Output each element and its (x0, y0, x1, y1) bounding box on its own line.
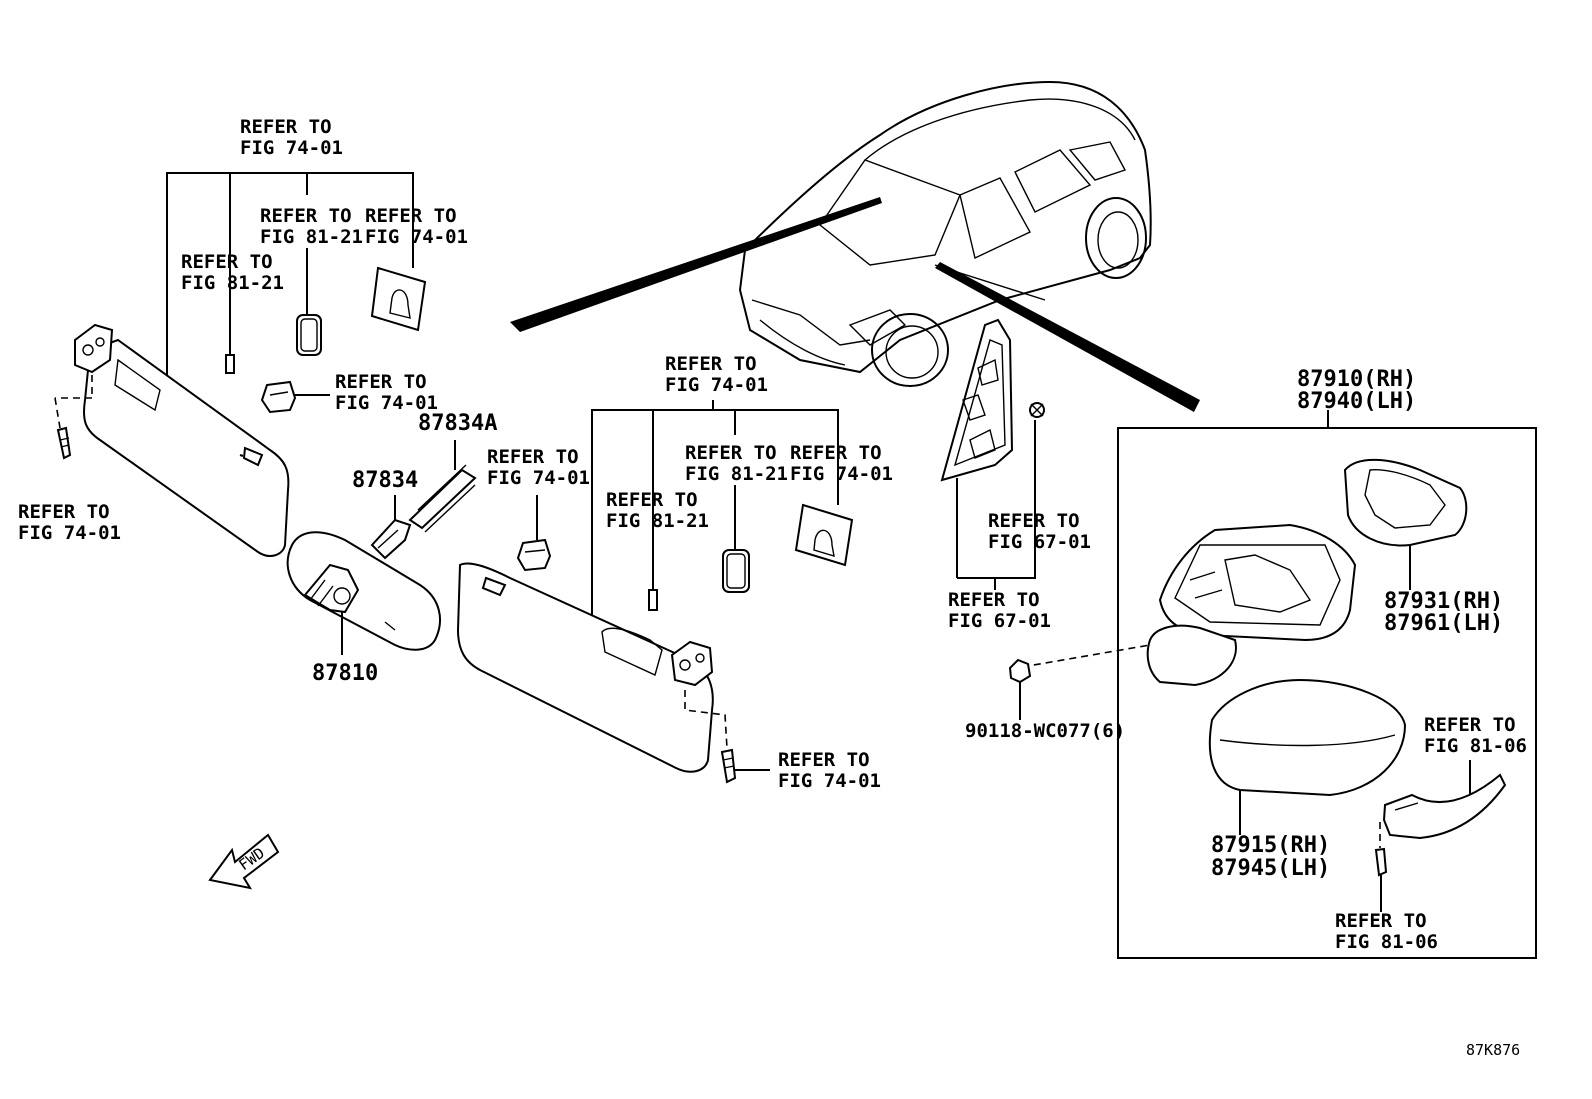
ref-mirror-turn-line2: FIG 81-06 (1424, 735, 1527, 757)
part-mirror-assy-rh: 87910(RH) (1297, 367, 1416, 392)
ref-center-group-line1: REFER TO (665, 353, 757, 375)
ref-center-clip-line2: FIG 74-01 (487, 467, 590, 489)
part-mirror-assy-lh: 87940(LH) (1297, 389, 1416, 414)
part-87810: 87810 (312, 661, 378, 686)
ref-center-screw-line1: REFER TO (778, 749, 870, 771)
inner-mirror-group (286, 440, 477, 655)
ref-left-mid-line2: FIG 81-21 (260, 226, 363, 248)
ref-mirror-screw-line2: FIG 81-06 (1335, 931, 1438, 953)
ref-left-mid-line1: REFER TO (260, 205, 352, 227)
ref-top-line2: FIG 74-01 (240, 137, 343, 159)
ref-left-clip-line2: FIG 74-01 (335, 392, 438, 414)
ref-left-screw-line1: REFER TO (18, 501, 110, 523)
ref-center-pin-line1: REFER TO (606, 489, 698, 511)
ref-tri-a-line2: FIG 67-01 (988, 531, 1091, 553)
ref-center-clip-line1: REFER TO (487, 446, 579, 468)
part-90118: 90118-WC077(6) (965, 720, 1125, 742)
ref-left-tag-line2: FIG 74-01 (365, 226, 468, 248)
labels-layer: REFER TO FIG 74-01 REFER TO FIG 81-21 RE… (18, 116, 1527, 1059)
part-87834A: 87834A (418, 411, 497, 436)
left-sunvisor-group (54, 172, 427, 557)
ref-tri-b-line1: REFER TO (948, 589, 1040, 611)
ref-left-tag-line1: REFER TO (365, 205, 457, 227)
ref-left-pin-line1: REFER TO (181, 251, 273, 273)
ref-tri-b-line2: FIG 67-01 (948, 610, 1051, 632)
ref-center-tag-line2: FIG 74-01 (790, 463, 893, 485)
part-mirror-glass-lh: 87961(LH) (1384, 611, 1503, 636)
ref-left-screw-line2: FIG 74-01 (18, 522, 121, 544)
ref-center-lens-line1: REFER TO (685, 442, 777, 464)
center-sunvisor-group (456, 400, 854, 784)
ref-top-line1: REFER TO (240, 116, 332, 138)
fwd-arrow-icon: FWD (208, 833, 280, 890)
pointer-wedge-mirror (935, 262, 1200, 412)
part-mirror-cover-lh: 87945(LH) (1211, 856, 1330, 881)
door-garnish-group (940, 318, 1045, 590)
ref-center-pin-line2: FIG 81-21 (606, 510, 709, 532)
ref-center-screw-line2: FIG 74-01 (778, 770, 881, 792)
ref-center-lens-line2: FIG 81-21 (685, 463, 788, 485)
ref-left-clip-line1: REFER TO (335, 371, 427, 393)
ref-center-group-line2: FIG 74-01 (665, 374, 768, 396)
ref-center-tag-line1: REFER TO (790, 442, 882, 464)
ref-mirror-turn-line1: REFER TO (1424, 714, 1516, 736)
part-87834: 87834 (352, 468, 418, 493)
part-mirror-glass-rh: 87931(RH) (1384, 589, 1503, 614)
outer-mirror-group (1008, 410, 1537, 959)
figure-code: 87K876 (1466, 1041, 1520, 1059)
ref-tri-a-line1: REFER TO (988, 510, 1080, 532)
ref-mirror-screw-line1: REFER TO (1335, 910, 1427, 932)
ref-left-pin-line2: FIG 81-21 (181, 272, 284, 294)
part-mirror-cover-rh: 87915(RH) (1211, 833, 1330, 858)
vehicle-outline (738, 80, 1152, 387)
pointer-wedge-sunvisor (510, 197, 882, 332)
